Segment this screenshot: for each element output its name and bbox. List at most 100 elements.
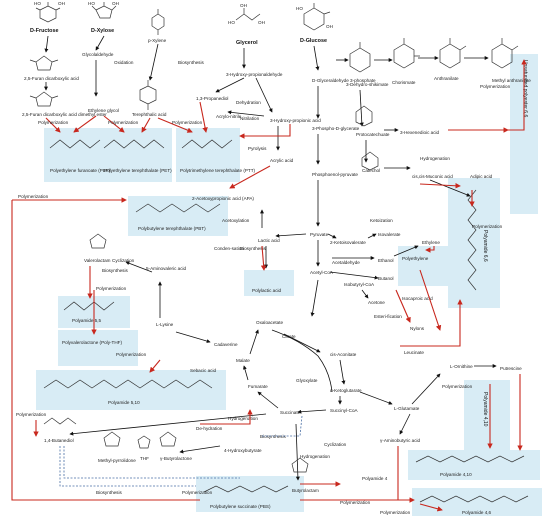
acetoxy-label: 2-Acetoxypropionic acid (APA) <box>192 196 254 201</box>
pa4-label: Polyamide 4 <box>362 476 388 481</box>
tca-cycle-arc <box>271 329 333 393</box>
esterification-label: Esteri-fication <box>374 314 402 319</box>
svg-text:OH: OH <box>240 3 247 8</box>
pa56-label: Polyamide 5,5 <box>72 318 102 323</box>
fructose-label: D-Fructose <box>30 28 58 34</box>
terephthalic-structure <box>139 80 157 110</box>
pbs-label: Polybutylene succinate (PBS) <box>210 504 271 509</box>
valerolactam-label: Valerolactam <box>84 258 111 263</box>
ptt-box <box>176 128 240 182</box>
pa410-label: Polyamide 4,10 <box>440 472 472 477</box>
hydroxybutyrate-label: 4-Hydroxybutyrate <box>224 448 262 453</box>
biosynthesis-mid-label: Biosynthesis <box>240 246 266 251</box>
biosynthesis-bottom-label: Biosynthesis <box>96 490 122 495</box>
biosynthesis-left-label: Biosynthesis <box>102 268 128 273</box>
svg-text:HO: HO <box>228 20 235 25</box>
polyethylene-box <box>398 246 454 286</box>
succinate-label: Succinate <box>280 410 301 415</box>
putrescine-label: Putrescine <box>500 366 522 371</box>
pathway-arrows <box>44 35 497 481</box>
polymerization-ptt-label: Polymerization <box>172 120 203 125</box>
anthranilate-label: Anthranilate <box>434 76 459 81</box>
methyl-anthranilate-label: Methyl anthranilate <box>492 78 531 83</box>
cadaverine-label: Cadaverine <box>214 342 238 347</box>
pa410-vert-label: Polyamide 4,10 <box>482 392 488 427</box>
butanol-label: Butanol <box>378 276 394 281</box>
polymerization-fdca-label: Polymerization <box>38 120 69 125</box>
adipic-label: Adipic acid <box>470 174 493 179</box>
polymerization-pa510-label: Polymerization <box>116 352 147 357</box>
ethylene-glycol-label: Ethylene glycol <box>88 108 119 113</box>
isobutyl-coa-label: Isobutyryl-CoA <box>344 282 375 287</box>
p-xylene-structure <box>151 9 165 35</box>
pa46-chain <box>419 495 529 503</box>
glutamate-label: L-Glutamate <box>394 406 420 411</box>
protocatechuate-label: Protocatechuate <box>356 132 390 137</box>
pa66-box <box>448 178 500 308</box>
acetoxylation-label: Acetoxylation <box>222 218 250 223</box>
ptt-label: Polytrimethylene terephthalate (PTT) <box>180 168 256 173</box>
propanediol-label: 1,3-Propanediol <box>196 96 228 101</box>
svg-text:OH: OH <box>258 20 265 25</box>
pcl-label: Polyvalerolactone (Poly-THF) <box>62 340 122 345</box>
polyethylene-label: Polyethylene <box>402 256 429 261</box>
pbt-label: Polybutylene terephthalate (PBT) <box>138 226 206 231</box>
svg-text:HO: HO <box>88 1 95 6</box>
polymerization-pbs-label: Polymerization <box>182 490 213 495</box>
oxidation-label: Oxidation <box>114 60 134 65</box>
ketoisation-label: Ketoization <box>370 218 393 223</box>
polymerization-pbt-label: Polymerization <box>18 194 49 199</box>
biosynthesis-top-label: Biosynthesis <box>178 60 204 65</box>
ketoisovalerate-label: 2-Ketoisovalerate <box>330 240 366 245</box>
hydrogenation-mid-label: Hydrogenation <box>228 416 258 421</box>
glycolaldehyde-label: Glycolaldehyde <box>82 52 114 57</box>
pa510-chain <box>43 379 213 389</box>
glucose-label: D-Glucose <box>300 38 327 44</box>
polymerization-right-label: Polymerization <box>442 384 473 389</box>
polymerization-pa56-label: Polymerization <box>96 286 127 291</box>
lactic-label: Lactic acid <box>258 238 280 243</box>
pbt-chain <box>135 203 221 213</box>
anthranilate-structure <box>439 38 467 69</box>
dehydroshikimate-structure <box>349 42 371 73</box>
pa510-label: Polyamide 5,10 <box>108 400 140 405</box>
pa410-box <box>408 450 540 480</box>
malate-label: Malate <box>236 358 250 363</box>
pef-label: Polyethylene furanoate (PEF) <box>50 168 111 173</box>
isocapric-label: Isocaproic acid <box>402 296 433 301</box>
pa56-chain <box>63 301 115 311</box>
fdca-label: 2,5-Furan dicarboxylic acid <box>24 76 79 81</box>
svg-text:OH: OH <box>58 1 65 6</box>
glyoxylate-label: Glyoxylate <box>296 378 318 383</box>
isovalerate-label: Isovalerate <box>378 232 401 237</box>
thf-label: THF <box>140 456 149 461</box>
lysine-label: L-Lysine <box>156 322 174 327</box>
pa66-label: Polyamide 6,6 <box>482 230 488 262</box>
pep-label: Phosphoenol-pyruvate <box>312 172 358 177</box>
polymerization-pa66-label: Polymerization <box>472 224 503 229</box>
pet-box <box>97 128 172 182</box>
hpa-label: 3-Hydroxy-propionaldehyde <box>226 72 283 77</box>
g3p-label: D-Glyceraldehyde 3-phosphate <box>312 78 376 83</box>
ethylene-label: Ethylene <box>422 240 440 245</box>
fdca-structure <box>29 55 59 71</box>
aminovaleric-label: 5-Aminovaleric acid <box>146 266 187 271</box>
ethanol-label: Ethanol <box>378 258 394 263</box>
pbt-box <box>128 196 228 236</box>
muconic-label: cis,cis-Muconic acid <box>412 174 453 179</box>
gbl-label: γ-Butyrolactone <box>160 456 192 461</box>
pet-label: Polyethylene terephthalate (PET) <box>104 168 172 173</box>
cyclization-label: Cyclization <box>112 258 135 263</box>
catechol-label: Catechol <box>362 168 380 173</box>
polylactic-box <box>244 270 294 296</box>
acrylonitrile-label: Acrylo-nitrile <box>216 114 242 119</box>
akg-label: α-Ketoglutarate <box>330 388 362 393</box>
dehydration-label: Dehydration <box>236 100 261 105</box>
hydrogenation-right-label: Hydrogenation <box>420 156 450 161</box>
pa46-box <box>412 488 542 516</box>
terephthalic-label: Terephthalic acid <box>132 112 167 117</box>
